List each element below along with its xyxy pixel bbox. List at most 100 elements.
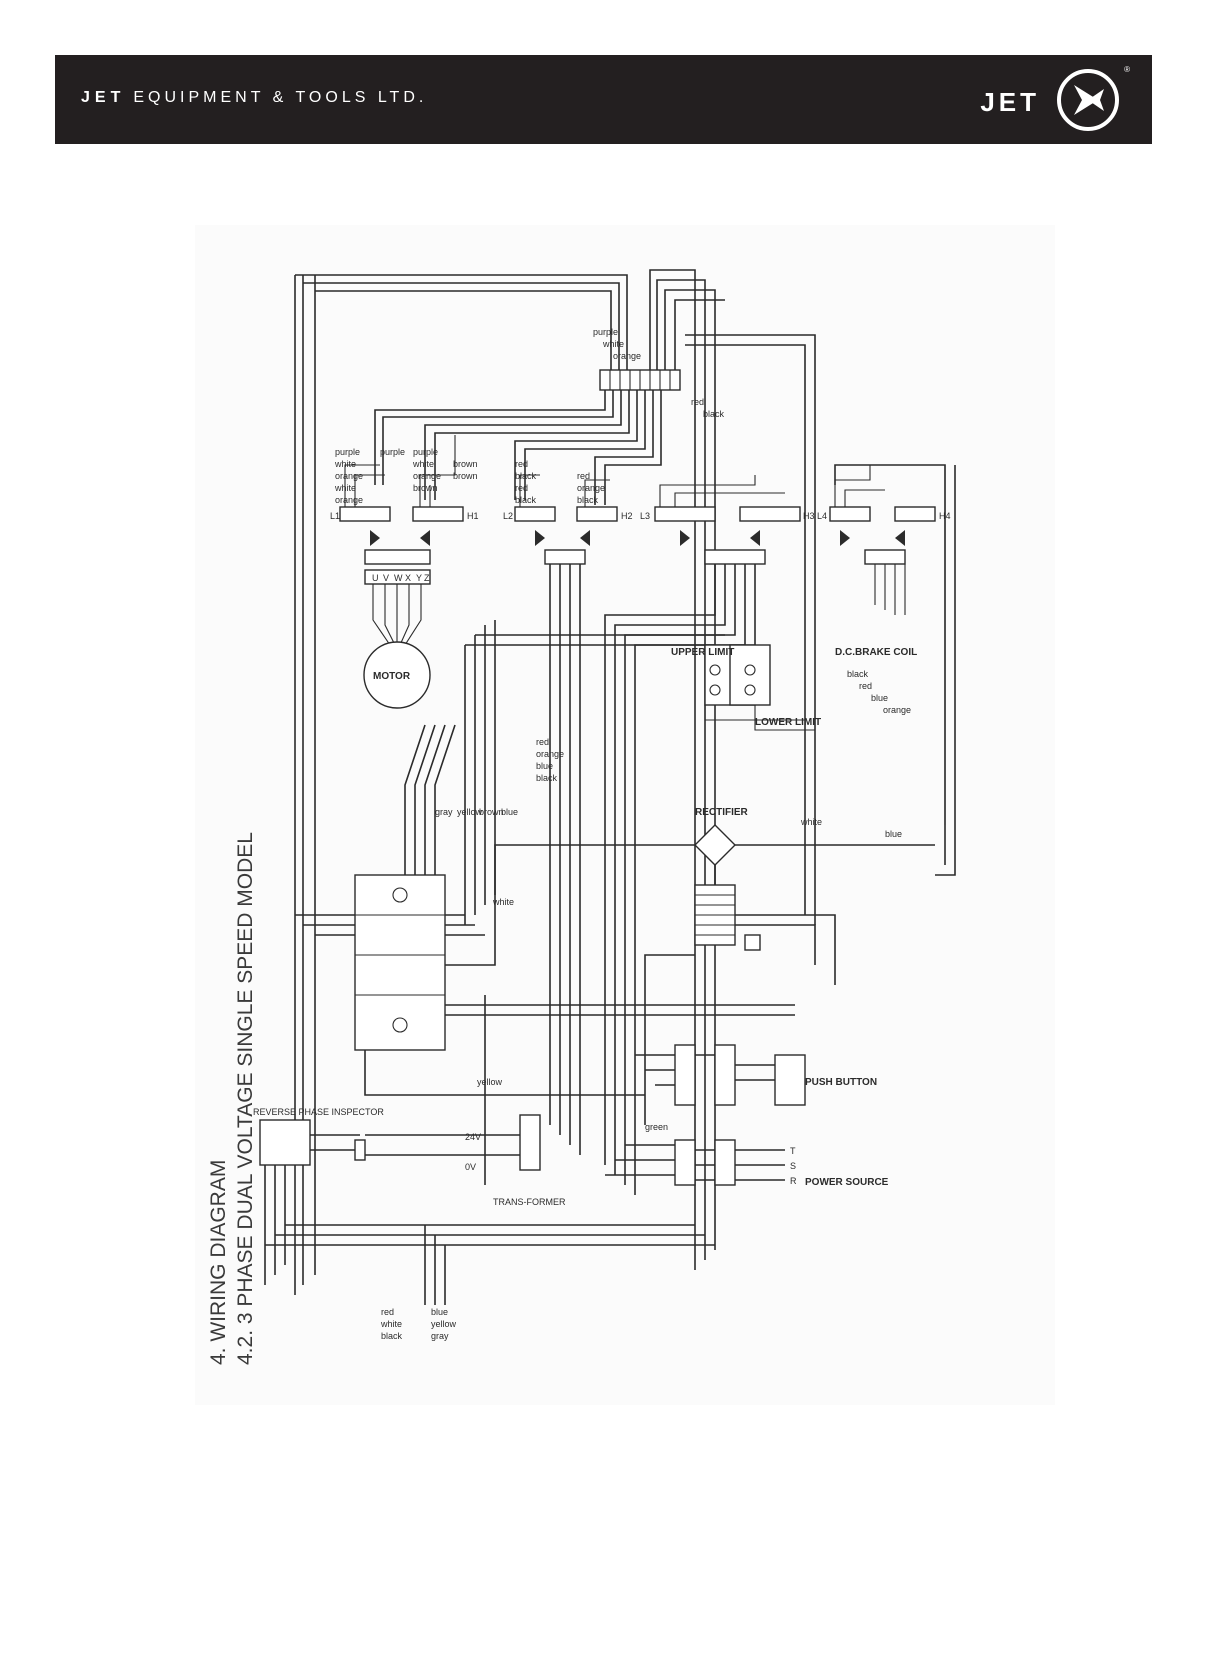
color-blue-mid: blue bbox=[536, 761, 553, 771]
brake-coil-label: D.C.BRAKE COIL bbox=[835, 647, 917, 658]
brake-blue: blue bbox=[871, 693, 888, 703]
power-s: S bbox=[790, 1161, 796, 1171]
h1-brown-3: brown bbox=[453, 471, 478, 481]
power-source-label: POWER SOURCE bbox=[805, 1177, 889, 1188]
lower-limit-label: LOWER LIMIT bbox=[755, 717, 821, 728]
terminal-l2: L2 bbox=[503, 511, 513, 521]
transformer: TRANS-FORMER 24V 0V bbox=[365, 1114, 566, 1207]
color-blue-rect: blue bbox=[885, 829, 902, 839]
motor-terminal-y: Y bbox=[416, 573, 422, 583]
brake-black: black bbox=[847, 669, 869, 679]
power-r: R bbox=[790, 1176, 797, 1186]
brake-red: red bbox=[859, 681, 872, 691]
reverse-phase-inspector: REVERSE PHASE INSPECTOR bbox=[253, 1107, 715, 1305]
color-red-mid: red bbox=[536, 737, 549, 747]
terminal-l3: L3 bbox=[640, 511, 650, 521]
push-button-and-power: PUSH BUTTON POWER SOURCE T S R bbox=[605, 1044, 889, 1188]
l2-black-2: black bbox=[515, 495, 537, 505]
wiring-diagram-drawing: L1 H1 L2 H2 L3 H3 L4 H4 bbox=[253, 269, 956, 1341]
terminal-color-labels: purple white orange white orange purple … bbox=[334, 447, 605, 505]
rectifier-label: RECTIFIER bbox=[695, 807, 749, 818]
l2-black: black bbox=[515, 471, 537, 481]
logo-text: JET bbox=[980, 87, 1040, 117]
terminal-h1: H1 bbox=[467, 511, 479, 521]
motor-label: MOTOR bbox=[373, 671, 411, 682]
registered-mark: ® bbox=[1124, 65, 1130, 74]
brand-text: EQUIPMENT & TOOLS LTD. bbox=[133, 89, 428, 106]
h1-orange: orange bbox=[413, 471, 441, 481]
color-orange-mid: orange bbox=[536, 749, 564, 759]
h1-white: white bbox=[412, 459, 434, 469]
motor-terminal-w: W bbox=[394, 573, 403, 583]
title-block: 4. WIRING DIAGRAM 4.2. 3 PHASE DUAL VOLT… bbox=[205, 765, 275, 1365]
motor-terminal-z: Z bbox=[424, 573, 430, 583]
h2-black: black bbox=[577, 495, 599, 505]
color-yellow-cont: yellow bbox=[477, 1077, 503, 1087]
top-terminal-block bbox=[599, 369, 681, 391]
inspector-white: white bbox=[380, 1319, 402, 1329]
terminal-strips: L1 H1 L2 H2 L3 H3 L4 H4 bbox=[330, 435, 951, 825]
feed-wires bbox=[374, 334, 816, 925]
h2-red: red bbox=[577, 471, 590, 481]
numbered-terminals: U V W X Y Z bbox=[364, 549, 906, 585]
motor-terminal-u: U bbox=[372, 573, 379, 583]
color-yellow: yellow bbox=[457, 807, 483, 817]
h1-purple: purple bbox=[413, 447, 438, 457]
h2-orange: orange bbox=[577, 483, 605, 493]
inspector-red: red bbox=[381, 1307, 394, 1317]
motor: MOTOR bbox=[363, 584, 431, 709]
l2-red-2: red bbox=[515, 483, 528, 493]
jumper-arrows bbox=[370, 530, 905, 546]
wire-color-labels: purple white orange red black red orange… bbox=[380, 327, 911, 1341]
color-black-mid: black bbox=[536, 773, 558, 783]
page-subtitle: 4.2. 3 PHASE DUAL VOLTAGE SINGLE SPEED M… bbox=[234, 832, 257, 1365]
label-24v: 24V bbox=[465, 1132, 481, 1142]
inspector-black: black bbox=[381, 1331, 403, 1341]
color-gray: gray bbox=[435, 807, 453, 817]
label-0v: 0V bbox=[465, 1162, 476, 1172]
terminal-l4: L4 bbox=[817, 511, 827, 521]
push-button-label: PUSH BUTTON bbox=[805, 1077, 877, 1088]
l1-purple-2: purple bbox=[380, 447, 405, 457]
l1-white: white bbox=[334, 459, 356, 469]
color-black-top: black bbox=[703, 409, 725, 419]
color-brown: brown bbox=[479, 807, 504, 817]
l2-red: red bbox=[515, 459, 528, 469]
h1-brown-2: brown bbox=[453, 459, 478, 469]
page-title: 4. WIRING DIAGRAM bbox=[207, 1159, 230, 1365]
outer-wires bbox=[294, 269, 725, 1295]
terminal-h2: H2 bbox=[621, 511, 633, 521]
h1-brown: brown bbox=[413, 483, 438, 493]
color-red-top: red bbox=[691, 397, 704, 407]
inspector-blue: blue bbox=[431, 1307, 448, 1317]
terminal-l1: L1 bbox=[330, 511, 340, 521]
power-t: T bbox=[790, 1146, 796, 1156]
company-name: JET EQUIPMENT & TOOLS LTD. bbox=[81, 89, 427, 107]
color-white: white bbox=[602, 339, 624, 349]
wiring-diagram: L1 H1 L2 H2 L3 H3 L4 H4 bbox=[195, 225, 1055, 1405]
l1-orange-2: orange bbox=[335, 495, 363, 505]
contactor bbox=[295, 724, 795, 1185]
reverse-phase-label: REVERSE PHASE INSPECTOR bbox=[253, 1107, 384, 1117]
color-white-rect: white bbox=[800, 817, 822, 827]
jet-logo: JET ® bbox=[980, 65, 1132, 133]
motor-terminal-x: X bbox=[405, 573, 411, 583]
brand-bold: JET bbox=[81, 89, 126, 106]
upper-limit-label: UPPER LIMIT bbox=[671, 647, 734, 658]
color-white-cont: white bbox=[492, 897, 514, 907]
l1-purple: purple bbox=[335, 447, 360, 457]
inspector-yellow: yellow bbox=[431, 1319, 457, 1329]
l1-orange: orange bbox=[335, 471, 363, 481]
color-green: green bbox=[645, 1122, 668, 1132]
terminal-h3: H3 bbox=[803, 511, 815, 521]
motor-terminal-v: V bbox=[383, 573, 389, 583]
rectifier: RECTIFIER bbox=[515, 807, 935, 1125]
brake-orange: orange bbox=[883, 705, 911, 715]
page-header: JET EQUIPMENT & TOOLS LTD. JET ® bbox=[55, 55, 1152, 144]
inspector-gray: gray bbox=[431, 1331, 449, 1341]
jet-arrow-icon bbox=[1057, 69, 1119, 131]
color-purple: purple bbox=[593, 327, 618, 337]
l1-white-2: white bbox=[334, 483, 356, 493]
color-blue: blue bbox=[501, 807, 518, 817]
brake-coil: D.C.BRAKE COIL bbox=[834, 464, 956, 876]
